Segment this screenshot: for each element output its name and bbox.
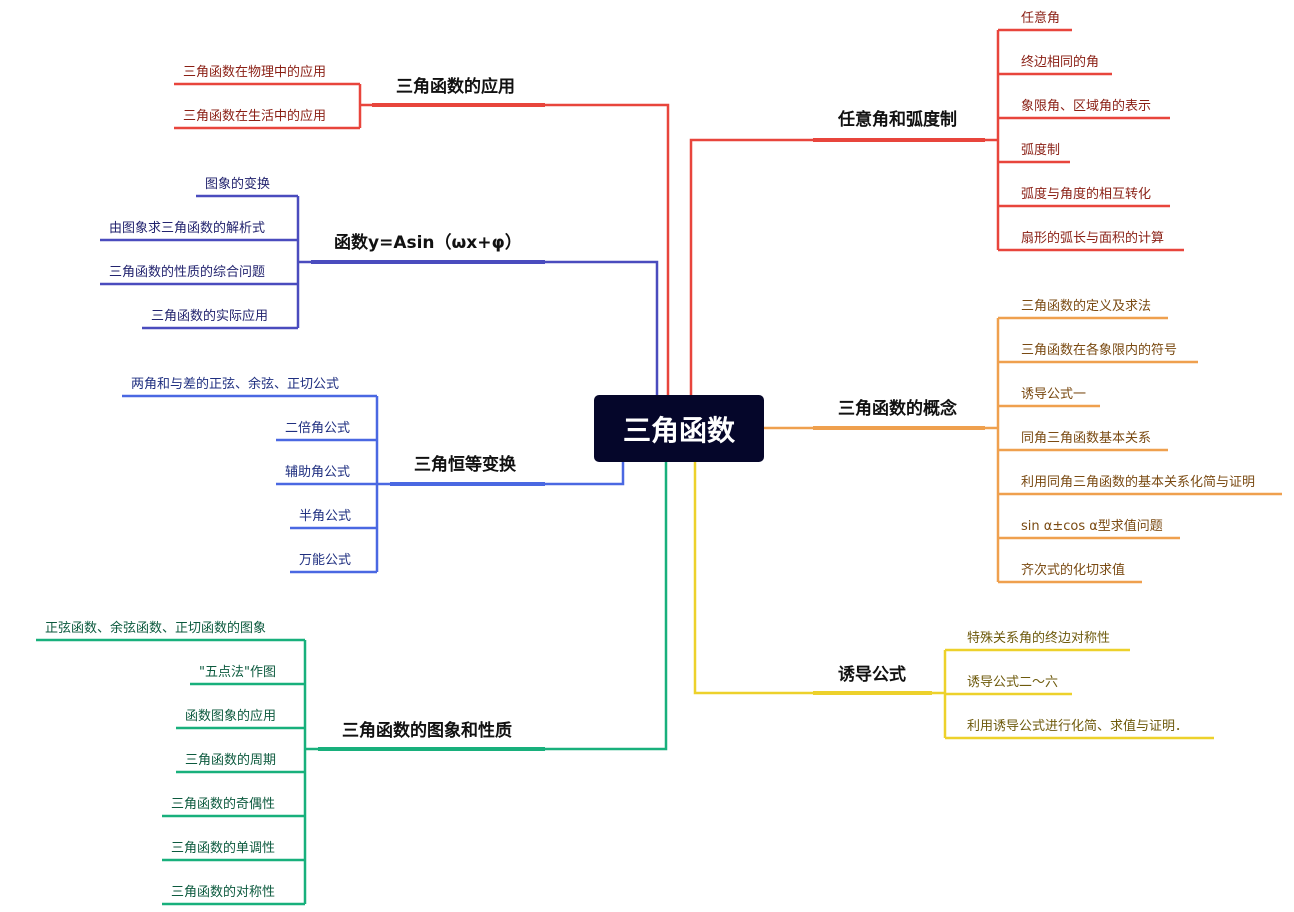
subtopic-concept-6[interactable]: sin α±cos α型求值问题 bbox=[1021, 519, 1163, 534]
subtopic-asin-3[interactable]: 三角函数的性质的综合问题 bbox=[109, 265, 266, 280]
subtopic-concept-2[interactable]: 三角函数在各象限内的符号 bbox=[1021, 343, 1178, 358]
branch-identity-lines bbox=[122, 394, 625, 574]
subtopic-identity-2[interactable]: 二倍角公式 bbox=[285, 421, 351, 436]
topic-graph[interactable]: 三角函数的图象和性质 bbox=[342, 721, 512, 741]
topic-concept[interactable]: 三角函数的概念 bbox=[838, 399, 957, 419]
subtopic-graph-7[interactable]: 三角函数的对称性 bbox=[171, 885, 276, 900]
subtopic-induction-2[interactable]: 诱导公式二～六 bbox=[967, 675, 1059, 690]
subtopic-identity-1[interactable]: 两角和与差的正弦、余弦、正切公式 bbox=[131, 377, 340, 392]
subtopic-identity-5[interactable]: 万能公式 bbox=[299, 553, 352, 568]
subtopic-concept-1[interactable]: 三角函数的定义及求法 bbox=[1021, 299, 1152, 314]
branch-application-lines bbox=[174, 82, 670, 395]
branch-induction-lines bbox=[693, 462, 1214, 740]
subtopic-graph-4[interactable]: 三角函数的周期 bbox=[185, 753, 277, 768]
subtopic-identity-4[interactable]: 半角公式 bbox=[299, 509, 352, 524]
subtopic-asin-2[interactable]: 由图象求三角函数的解析式 bbox=[109, 221, 266, 236]
subtopic-induction-3[interactable]: 利用诱导公式进行化简、求值与证明． bbox=[967, 719, 1189, 734]
subtopic-angle-6[interactable]: 扇形的弧长与面积的计算 bbox=[1021, 231, 1165, 246]
topic-asin[interactable]: 函数y=Asin（ωx+φ） bbox=[334, 233, 522, 253]
subtopic-concept-3[interactable]: 诱导公式一 bbox=[1021, 387, 1087, 402]
subtopic-asin-1[interactable]: 图象的变换 bbox=[205, 177, 271, 192]
subtopic-graph-6[interactable]: 三角函数的单调性 bbox=[171, 841, 276, 856]
subtopic-angle-3[interactable]: 象限角、区域角的表示 bbox=[1021, 99, 1152, 114]
branch-concept-lines bbox=[764, 316, 1282, 584]
topic-identity[interactable]: 三角恒等变换 bbox=[414, 455, 516, 475]
branch-asin-lines bbox=[100, 194, 659, 395]
topic-angle[interactable]: 任意角和弧度制 bbox=[838, 110, 957, 130]
subtopic-angle-4[interactable]: 弧度制 bbox=[1021, 143, 1061, 158]
branch-graph-lines bbox=[36, 462, 668, 906]
subtopic-application-2[interactable]: 三角函数在生活中的应用 bbox=[183, 109, 327, 124]
subtopic-application-1[interactable]: 三角函数在物理中的应用 bbox=[183, 65, 327, 80]
subtopic-induction-1[interactable]: 特殊关系角的终边对称性 bbox=[967, 631, 1111, 646]
subtopic-angle-5[interactable]: 弧度与角度的相互转化 bbox=[1021, 187, 1152, 202]
topic-induction[interactable]: 诱导公式 bbox=[838, 665, 906, 685]
subtopic-identity-3[interactable]: 辅助角公式 bbox=[285, 465, 351, 480]
subtopic-concept-7[interactable]: 齐次式的化切求值 bbox=[1021, 563, 1126, 578]
subtopic-angle-2[interactable]: 终边相同的角 bbox=[1021, 55, 1100, 70]
branch-angle-lines bbox=[689, 28, 1184, 395]
root-node[interactable]: 三角函数 bbox=[594, 395, 764, 462]
subtopic-concept-4[interactable]: 同角三角函数基本关系 bbox=[1021, 431, 1152, 446]
subtopic-asin-4[interactable]: 三角函数的实际应用 bbox=[151, 309, 269, 324]
subtopic-concept-5[interactable]: 利用同角三角函数的基本关系化简与证明 bbox=[1021, 475, 1256, 490]
subtopic-graph-2[interactable]: "五点法"作图 bbox=[199, 665, 276, 680]
subtopic-angle-1[interactable]: 任意角 bbox=[1021, 11, 1061, 26]
subtopic-graph-1[interactable]: 正弦函数、余弦函数、正切函数的图象 bbox=[45, 621, 267, 636]
subtopic-graph-5[interactable]: 三角函数的奇偶性 bbox=[171, 797, 276, 812]
topic-application[interactable]: 三角函数的应用 bbox=[396, 77, 515, 97]
subtopic-graph-3[interactable]: 函数图象的应用 bbox=[185, 709, 277, 724]
